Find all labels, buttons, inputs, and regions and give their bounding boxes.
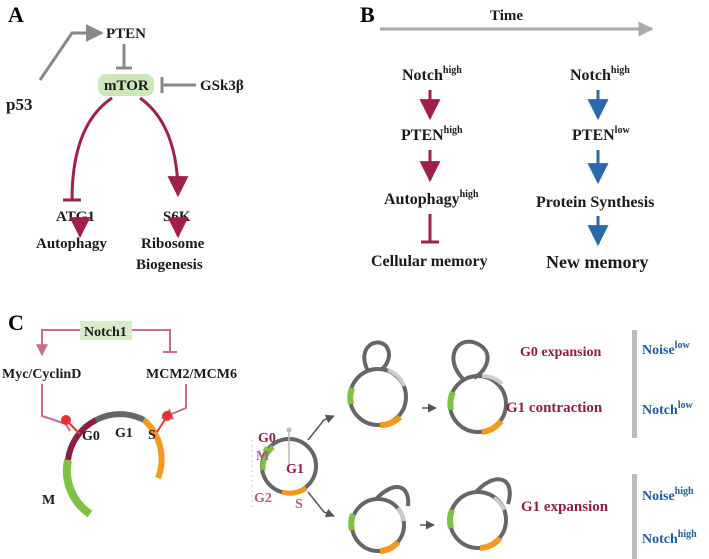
left-autophagy-label: Autophagyhigh: [384, 189, 479, 208]
high-group-bar: [632, 474, 637, 559]
s-checkpoint-line: [156, 417, 167, 433]
big-g1-label: G1: [115, 426, 133, 441]
mtor-label: mTOR: [104, 78, 149, 94]
g0-checkpoint-dot: [61, 415, 71, 425]
myc-cyclind-label: Myc/CyclinD: [2, 367, 81, 382]
notch1-to-mcm-line: [132, 329, 171, 352]
small-s-label: S: [295, 497, 303, 512]
left-pten-label: PTENhigh: [401, 125, 463, 144]
notch-low-label: Notchlow: [642, 400, 694, 418]
small-g2-label: G2: [254, 491, 272, 506]
pten-label: PTEN: [106, 26, 146, 42]
panel-b-label: B: [360, 2, 375, 27]
mtor-inhibits-atg1-line: [70, 96, 113, 201]
reference-cycle: [260, 427, 318, 496]
notch-high-label: Notchhigh: [642, 529, 697, 547]
biogenesis-label: Biogenesis: [136, 257, 203, 273]
p53-activates-pten-arrow: [38, 24, 104, 81]
s-checkpoint-dot: [162, 411, 172, 421]
upper-cycle-2: [447, 339, 508, 435]
big-s-label: S: [148, 428, 156, 443]
big-g0-label: G0: [82, 429, 100, 444]
myc-inhibition-line: [41, 384, 67, 425]
panel-c-label: C: [8, 310, 24, 335]
g1-contraction-label: G1 contraction: [506, 400, 603, 416]
noise-low-label: Noiselow: [642, 340, 690, 358]
small-g0-label: G0: [258, 431, 276, 446]
p53-label: p53: [6, 95, 32, 114]
m-arc: [62, 459, 93, 518]
g0-arc: [65, 417, 98, 461]
g0-expansion-label: G0 expansion: [520, 345, 602, 360]
g1-arc: [94, 411, 146, 423]
atg1-label: ATG1: [56, 209, 95, 225]
s-arc: [141, 417, 165, 480]
g1-expansion-label: G1 expansion: [521, 499, 609, 515]
mtor-activates-s6k-arrow: [139, 96, 189, 198]
lower-cycle-1: [348, 485, 411, 554]
protein-synthesis-label: Protein Synthesis: [536, 194, 654, 211]
noise-high-label: Noisehigh: [642, 486, 694, 504]
s6k-label: S6K: [163, 209, 191, 225]
notch1-label: Notch1: [84, 325, 127, 340]
mtor-box: [98, 74, 154, 96]
upper-cycle-1: [347, 340, 408, 429]
new-memory-label: New memory: [546, 252, 648, 272]
panel-a-label: A: [8, 2, 24, 27]
branch-down-arrow: [307, 491, 335, 518]
small-g1-label: G1: [286, 462, 304, 477]
autophagy-label: Autophagy: [36, 236, 107, 252]
small-m-label: M: [256, 449, 269, 464]
mcm-label: MCM2/MCM6: [146, 367, 237, 382]
notch1-to-myc-arrow: [36, 329, 80, 357]
big-m-label: M: [42, 493, 55, 508]
right-pten-label: PTENlow: [572, 125, 630, 144]
low-group-bar: [632, 330, 637, 438]
gsk3b-label: GSk3β: [200, 78, 244, 94]
time-label: Time: [490, 8, 523, 24]
left-notch-label: Notchhigh: [402, 65, 462, 84]
lower-cycle-2: [446, 477, 512, 551]
ribosome-label: Ribosome: [141, 236, 205, 252]
cellular-memory-label: Cellular memory: [371, 253, 488, 270]
right-notch-label: Notchhigh: [570, 65, 630, 84]
branch-up-arrow: [307, 414, 335, 441]
notch1-box: [80, 321, 132, 340]
